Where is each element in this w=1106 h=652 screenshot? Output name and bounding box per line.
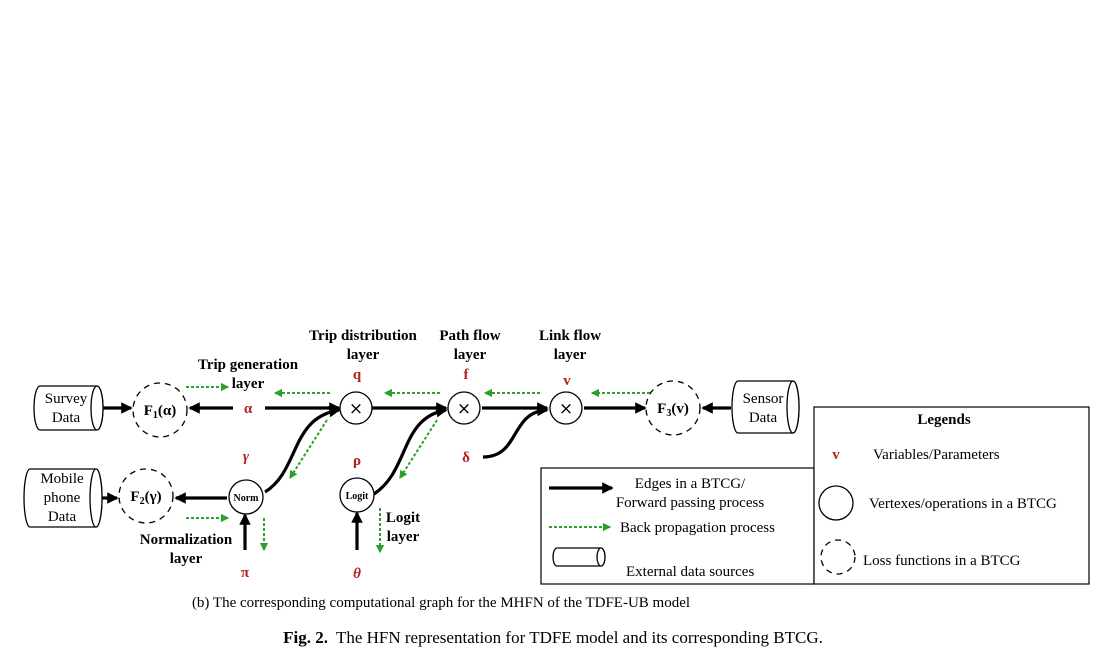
- var-f: f: [464, 367, 470, 383]
- var-rho: ρ: [353, 453, 361, 469]
- path-flow-label-1: Path flow: [439, 328, 500, 344]
- loss-f3: F3(v): [645, 380, 701, 436]
- survey-data-cylinder: Survey Data: [33, 385, 104, 431]
- legend-edges-label-1: Edges in a BTCG/: [635, 476, 746, 492]
- legend-vertex-circle: [818, 485, 854, 521]
- mobile-data-line3: Data: [48, 509, 77, 525]
- legend-variables-label: Variables/Parameters: [873, 447, 1000, 463]
- loss-f1: F1(α): [132, 382, 188, 438]
- mobile-data-line1: Mobile: [40, 471, 84, 487]
- survey-data-line1: Survey: [45, 391, 88, 407]
- survey-data-line2: Data: [52, 410, 81, 426]
- normalization-label-2: layer: [170, 551, 203, 567]
- sensor-data-line1: Sensor: [743, 391, 784, 407]
- logit-node: Logit: [339, 477, 375, 513]
- mobile-data-line2: phone: [44, 490, 81, 506]
- legend-variable-symbol: v: [832, 447, 840, 463]
- var-pi: π: [241, 565, 250, 581]
- legend-edges-label-2: Forward passing process: [616, 495, 764, 511]
- legend-cylinder: [552, 547, 606, 567]
- trip-generation-label-2: layer: [232, 376, 265, 392]
- trip-generation-label-1: Trip generation: [198, 357, 299, 373]
- svg-text:F2(γ): F2(γ): [130, 489, 161, 507]
- var-delta: δ: [462, 450, 470, 466]
- link-flow-label-2: layer: [554, 347, 587, 363]
- logit-layer-label-1: Logit: [386, 510, 420, 526]
- link-flow-label-1: Link flow: [539, 328, 601, 344]
- sensor-data-cylinder: Sensor Data: [731, 380, 800, 434]
- legend-backprop-label: Back propagation process: [620, 520, 775, 536]
- var-theta: θ: [353, 566, 361, 582]
- norm-label: Norm: [234, 493, 260, 504]
- path-flow-label-2: layer: [454, 347, 487, 363]
- legend-external-label: External data sources: [626, 564, 754, 580]
- var-v: v: [563, 373, 571, 389]
- var-gamma: γ: [243, 449, 250, 465]
- logit-label: Logit: [346, 491, 369, 502]
- loss-f2: F2(γ): [118, 468, 174, 524]
- forward-edges: [102, 402, 731, 550]
- svg-text:F1(α): F1(α): [144, 403, 177, 421]
- normalization-label-1: Normalization: [140, 532, 233, 548]
- var-q: q: [353, 367, 362, 383]
- figure-caption: Fig. 2.The HFN representation for TDFE m…: [283, 628, 823, 647]
- multiply-symbol: ×: [559, 399, 573, 419]
- svg-text:F3(v): F3(v): [657, 401, 689, 419]
- var-alpha: α: [244, 401, 253, 417]
- mobile-data-cylinder: Mobile phone Data: [23, 468, 103, 528]
- multiply-node-f: ×: [447, 391, 481, 425]
- legend-title: Legends: [917, 412, 971, 428]
- backprop-edges: [186, 382, 650, 554]
- multiply-node-q: ×: [339, 391, 373, 425]
- legend-loss-circle: [820, 539, 856, 575]
- legend: Legends v Variables/Parameters Edges in …: [540, 406, 1090, 585]
- legend-box-right: [813, 406, 1090, 585]
- legend-vertexes-label: Vertexes/operations in a BTCG: [869, 496, 1057, 512]
- norm-node: Norm: [228, 479, 264, 515]
- multiply-symbol: ×: [457, 399, 471, 419]
- multiply-symbol: ×: [349, 399, 363, 419]
- logit-layer-label-2: layer: [387, 529, 420, 545]
- multiply-node-v: ×: [549, 391, 583, 425]
- legend-loss-label: Loss functions in a BTCG: [863, 553, 1021, 569]
- trip-distribution-label-2: layer: [347, 347, 380, 363]
- subcaption: (b) The corresponding computational grap…: [192, 595, 690, 611]
- sensor-data-line2: Data: [749, 410, 778, 426]
- trip-distribution-label-1: Trip distribution: [309, 328, 417, 344]
